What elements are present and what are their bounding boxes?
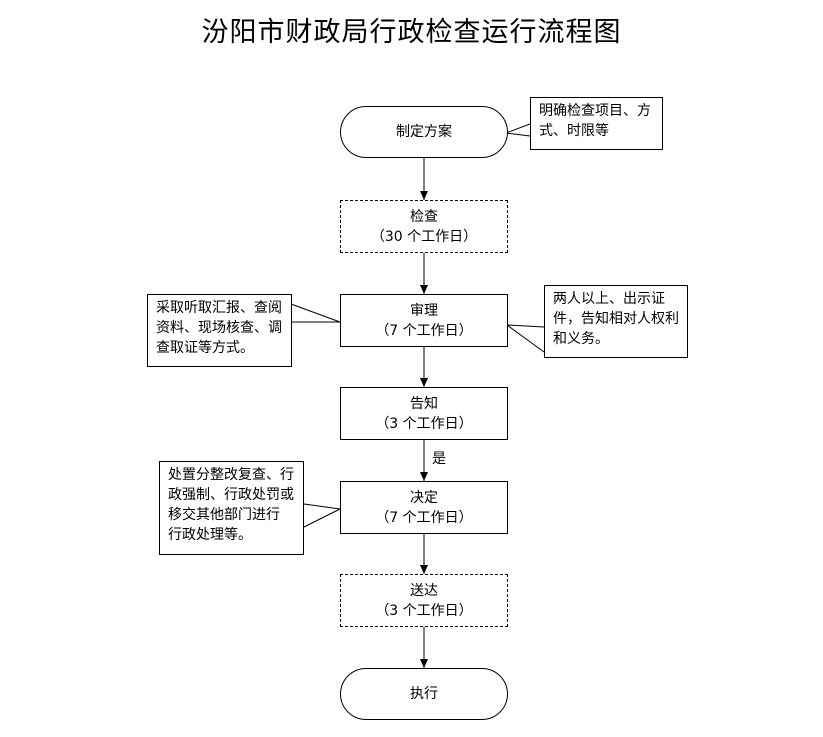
node-deliver-duration: （3 个工作日） [375,602,473,619]
node-deliver-label: 送达 [410,582,438,599]
node-inspect-label: 检查 [410,208,438,225]
callout-pointer-review-left [290,303,341,323]
note-review-right: 两人以上、出示证 件，告知相对人权利 和义务。 [544,285,688,358]
edge-label-yes: 是 [432,451,446,467]
node-review-label: 审理 [410,302,438,319]
node-deliver: 送达 （3 个工作日） [340,574,508,627]
node-notify: 告知 （3 个工作日） [340,387,508,440]
node-plan: 制定方案 [340,106,508,158]
node-execute-label: 执行 [410,686,438,702]
page-title: 汾阳市财政局行政检查运行流程图 [201,17,622,48]
node-inspect: 检查 （30 个工作日） [340,200,508,253]
node-decide-label: 决定 [410,489,438,506]
node-notify-label: 告知 [410,395,438,412]
callout-pointer-decide [303,503,342,528]
node-notify-duration: （3 个工作日） [375,415,473,432]
node-execute: 执行 [340,668,508,720]
node-decide-duration: （7 个工作日） [375,509,473,526]
note-plan: 明确检查项目、方 式、时限等 [530,97,663,150]
node-inspect-duration: （30 个工作日） [370,228,478,245]
node-review: 审理 （7 个工作日） [340,294,508,347]
callout-pointer-plan [505,123,531,137]
node-decide: 决定 （7 个工作日） [340,481,508,534]
note-review-left: 采取听取汇报、查阅 资料、现场核查、调 查取证等方式。 [147,294,292,367]
callout-pointer-review-right [505,324,545,353]
node-plan-label: 制定方案 [396,124,452,140]
node-review-duration: （7 个工作日） [375,322,473,339]
note-decide: 处置分整改复查、行 政强制、行政处罚或 移交其他部门进行 行政处理等。 [159,461,304,555]
